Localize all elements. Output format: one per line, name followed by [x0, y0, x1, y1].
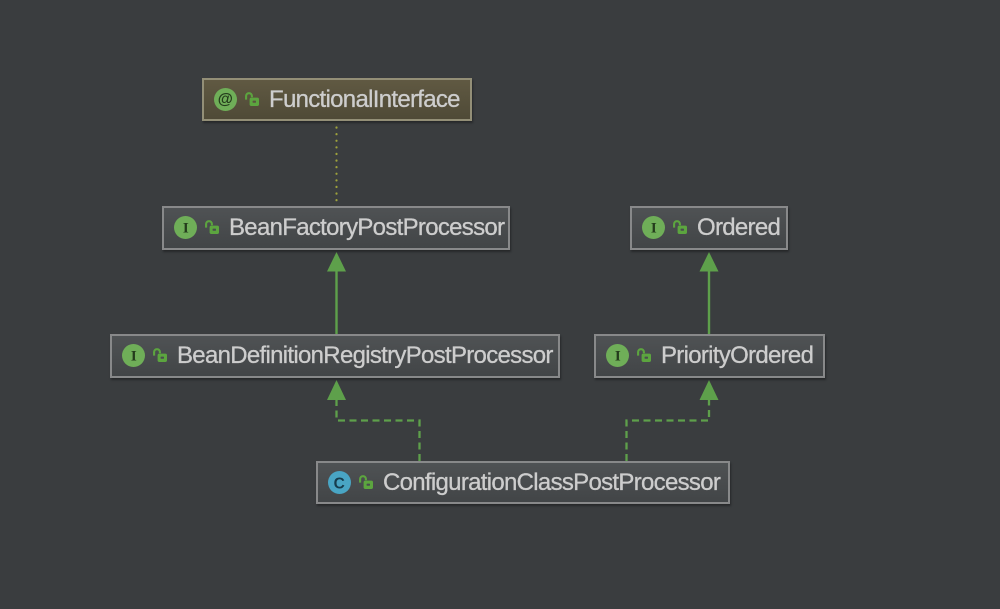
- svg-text:I: I: [131, 348, 137, 364]
- svg-text:I: I: [651, 220, 657, 236]
- svg-text:C: C: [334, 476, 345, 493]
- svg-text:I: I: [183, 220, 189, 236]
- svg-text:I: I: [615, 348, 621, 364]
- svg-text:@: @: [218, 91, 233, 108]
